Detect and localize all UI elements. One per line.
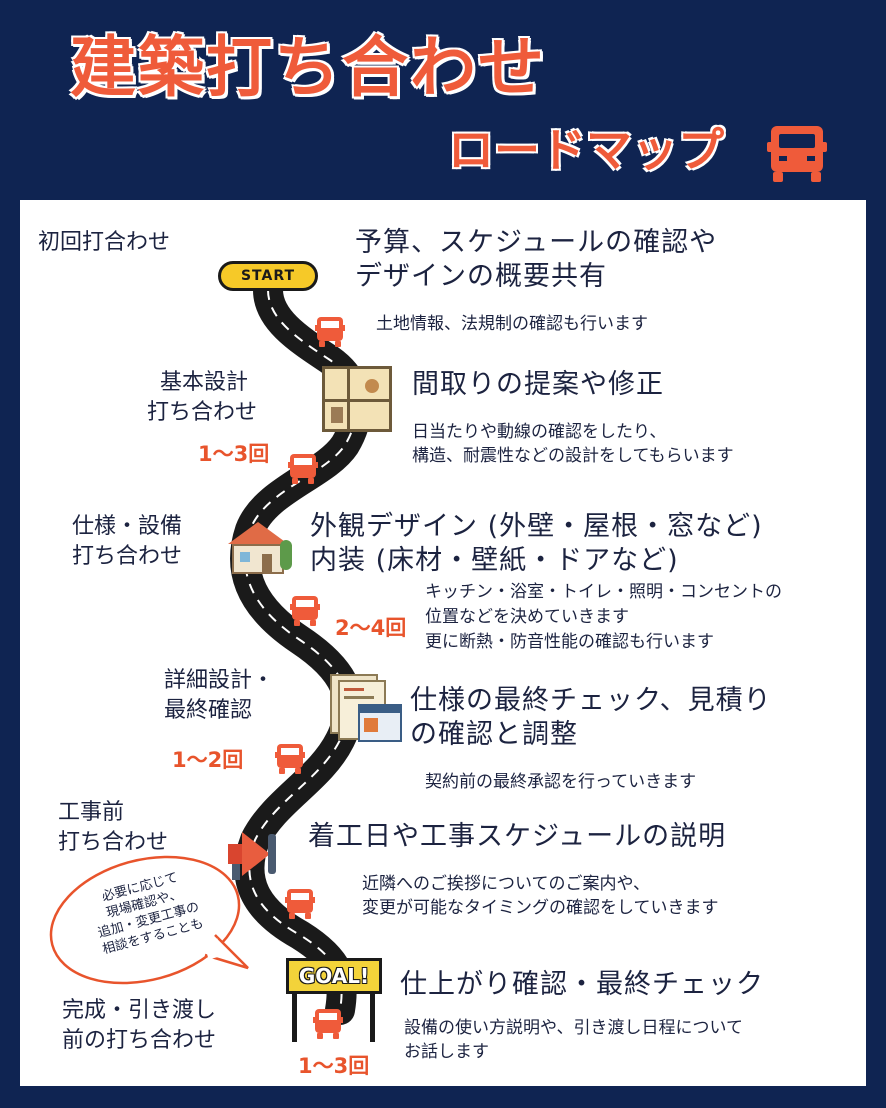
step5-body-line2: 変更が可能なタイミングの確認をしていきます bbox=[362, 898, 719, 918]
step4-body-line1: 契約前の最終承認を行っていきます bbox=[425, 772, 697, 792]
step4-label-line1: 詳細設計・ bbox=[164, 668, 275, 693]
step2-count: 1〜3回 bbox=[198, 442, 270, 466]
step1-heading-line2: デザインの概要共有 bbox=[355, 261, 607, 292]
page-subtitle: ロードマップ bbox=[448, 123, 724, 177]
truck-icon bbox=[275, 744, 305, 774]
step6-body-line2: お話します bbox=[404, 1042, 489, 1062]
house-icon bbox=[222, 522, 292, 578]
step4-count: 1〜2回 bbox=[172, 748, 244, 772]
step3-label-line2: 打ち合わせ bbox=[72, 544, 183, 569]
start-label: START bbox=[240, 268, 296, 284]
step3-label-line1: 仕様・設備 bbox=[72, 514, 183, 539]
truck-icon bbox=[313, 1009, 343, 1039]
step6-body-line1: 設備の使い方説明や、引き渡し日程について bbox=[404, 1018, 743, 1038]
step3-heading-line2: 内装 (床材・壁紙・ドアなど) bbox=[310, 545, 679, 576]
truck-icon bbox=[288, 454, 318, 484]
step3-body-line3: 更に断熱・防音性能の確認も行います bbox=[425, 632, 714, 652]
goal-sign-icon: GOAL! bbox=[286, 958, 382, 1042]
step4-label-line2: 最終確認 bbox=[164, 698, 253, 723]
step4-heading-line2: の確認と調整 bbox=[410, 719, 578, 750]
step1-heading-line1: 予算、スケジュールの確認や bbox=[355, 227, 718, 258]
step6-count: 1〜3回 bbox=[298, 1054, 370, 1078]
step5-heading-line1: 着工日や工事スケジュールの説明 bbox=[308, 821, 727, 852]
step2-heading-line1: 間取りの提案や修正 bbox=[412, 369, 664, 400]
step3-body-line2: 位置などを決めていきます bbox=[425, 607, 629, 627]
step3-heading-line1: 外観デザイン (外壁・屋根・窓など) bbox=[310, 511, 763, 542]
step6-label-line2: 前の打ち合わせ bbox=[62, 1028, 217, 1053]
step2-body-line2: 構造、耐震性などの設計をしてもらいます bbox=[412, 446, 734, 466]
truck-icon bbox=[285, 889, 315, 919]
start-marker: START bbox=[218, 261, 318, 291]
step1-body-line1: 土地情報、法規制の確認も行います bbox=[376, 314, 648, 334]
step1-label: 初回打合わせ bbox=[38, 230, 171, 255]
page-title: 建築打ち合わせ bbox=[70, 29, 546, 106]
step2-label-line1: 基本設計 bbox=[160, 370, 249, 395]
step4-heading-line1: 仕様の最終チェック、見積り bbox=[410, 685, 772, 716]
truck-icon bbox=[315, 317, 345, 347]
step5-label-line1: 工事前 bbox=[58, 800, 125, 825]
step6-heading-line1: 仕上がり確認・最終チェック bbox=[400, 969, 764, 1000]
floor-plan-icon bbox=[322, 366, 392, 432]
truck-icon bbox=[290, 596, 320, 626]
documents-icon bbox=[330, 674, 404, 744]
megaphone-icon bbox=[228, 832, 282, 884]
step2-label-line2: 打ち合わせ bbox=[147, 400, 258, 425]
step6-label-line1: 完成・引き渡し bbox=[62, 998, 217, 1023]
step5-label-line2: 打ち合わせ bbox=[58, 830, 169, 855]
step2-body-line1: 日当たりや動線の確認をしたり、 bbox=[412, 422, 667, 442]
goal-label: GOAL! bbox=[298, 964, 370, 988]
step5-body-line1: 近隣へのご挨拶についてのご案内や、 bbox=[362, 874, 650, 894]
step3-body-line1: キッチン・浴室・トイレ・照明・コンセントの bbox=[425, 582, 782, 602]
step3-count: 2〜4回 bbox=[335, 616, 407, 640]
